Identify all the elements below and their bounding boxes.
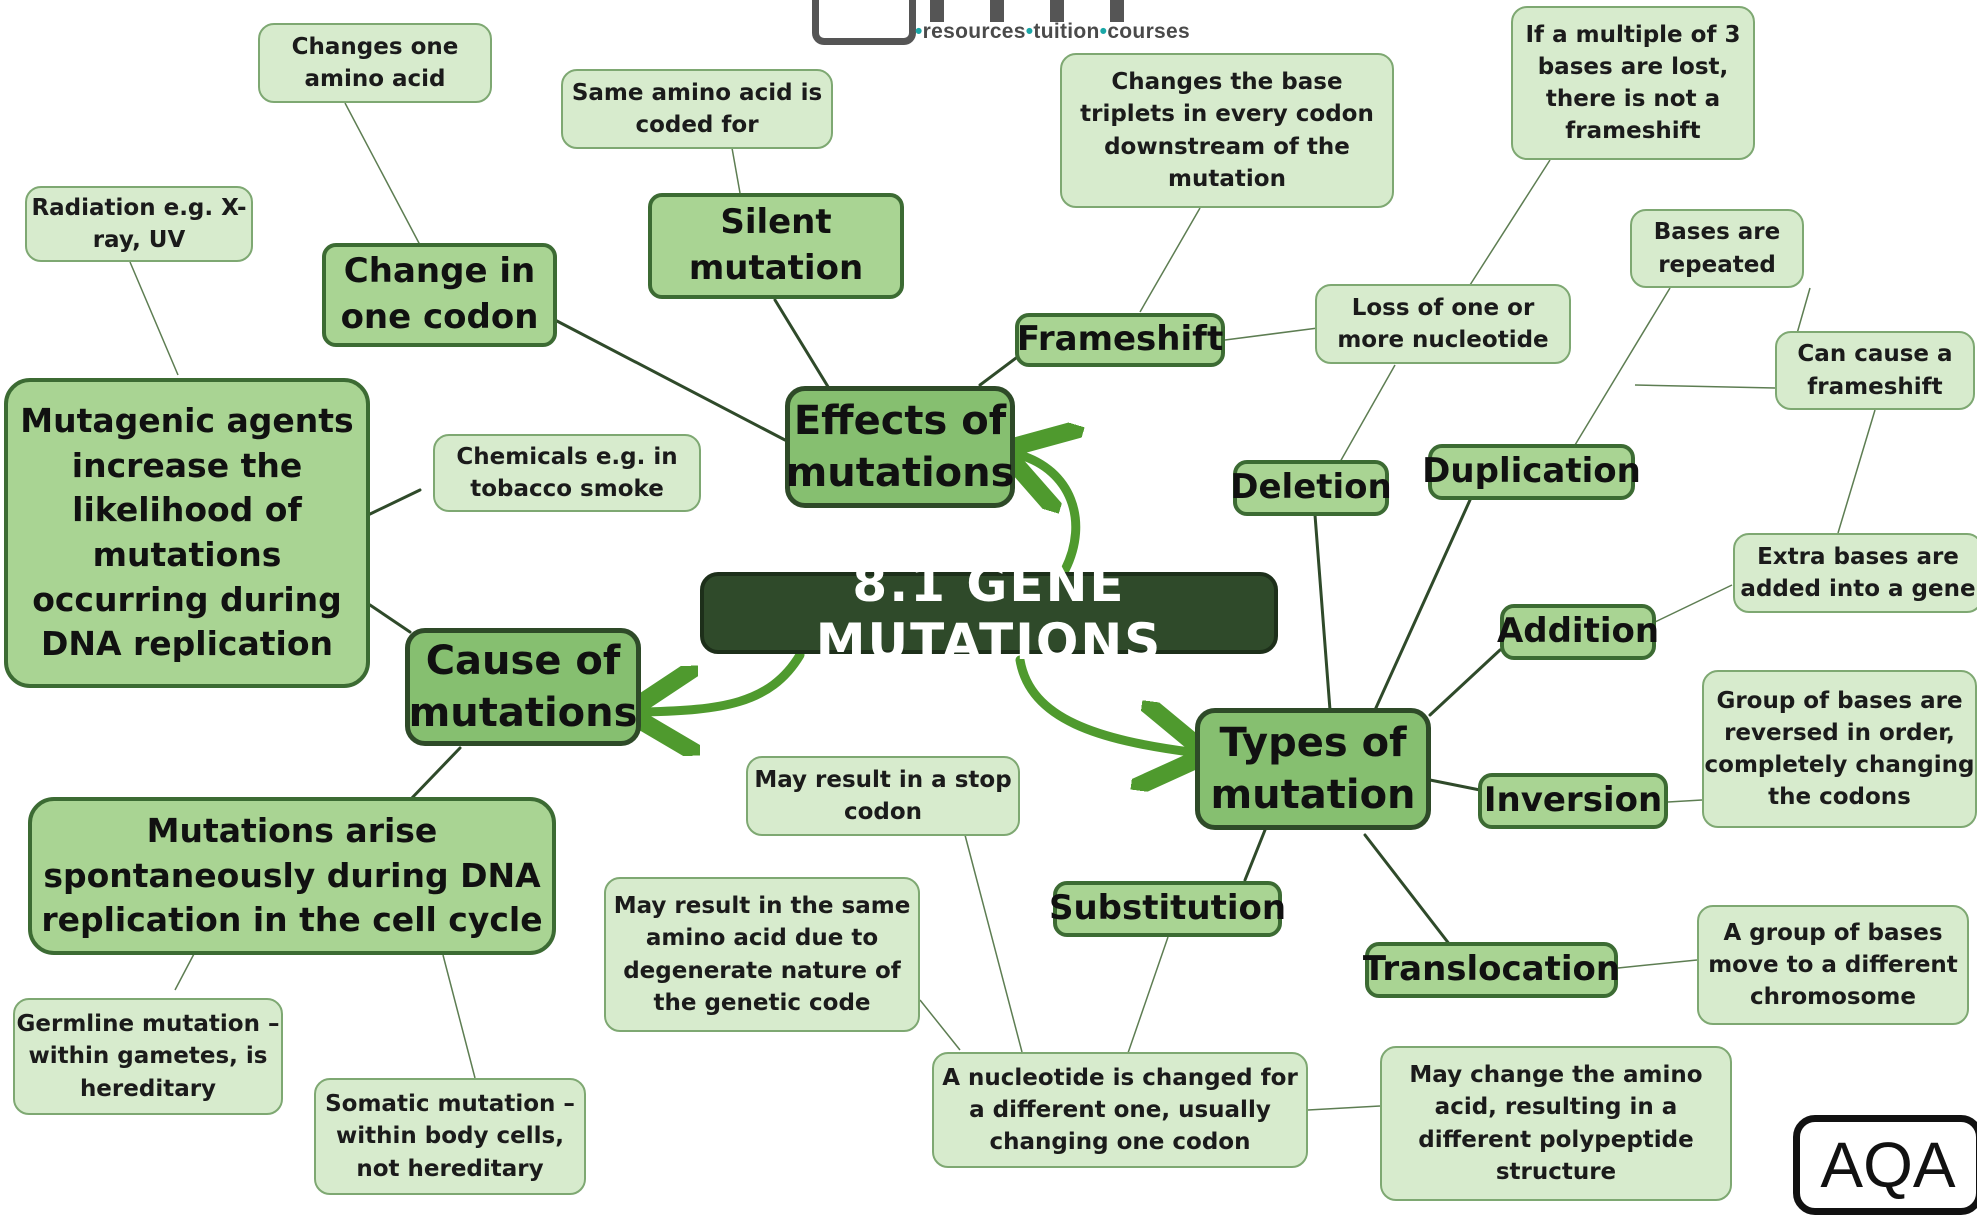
note-loss-of-nucleotide: Loss of one or more nucleotide — [1315, 284, 1571, 364]
hub-effects-of-mutations: Effects of mutations — [785, 386, 1015, 508]
logo-word-tuition: tuition — [1033, 20, 1100, 43]
logo-word-courses: courses — [1107, 20, 1190, 43]
node-translocation: Translocation — [1363, 942, 1620, 998]
logo-mark — [930, 0, 1160, 22]
central-title: 8.1 GENE MUTATIONS — [700, 555, 1278, 671]
node-inversion: Inversion — [1478, 773, 1668, 829]
arrow-to-effects — [1020, 455, 1076, 575]
logo-word-resources: resources — [922, 20, 1026, 43]
node-silent-mutation: Silent mutation — [648, 193, 904, 299]
note-can-cause-frameshift: Can cause a frameshift — [1775, 331, 1975, 410]
note-different-polypeptide: May change the amino acid, resulting in … — [1380, 1046, 1732, 1201]
node-change-in-one-codon: Change in one codon — [322, 243, 557, 347]
note-move-to-different-chromosome: A group of bases move to a different chr… — [1697, 905, 1969, 1025]
node-duplication: Duplication — [1422, 444, 1641, 500]
hub-types-of-mutation: Types of mutation — [1195, 708, 1431, 830]
node-frameshift: Frameshift — [1015, 313, 1225, 367]
note-germline-mutation: Germline mutation – within gametes, is h… — [13, 998, 283, 1115]
node-mutagenic-agents: Mutagenic agents increase the likelihood… — [4, 378, 370, 688]
arrow-to-cause — [645, 650, 805, 712]
arrow-to-types — [1015, 655, 1190, 752]
note-bases-repeated: Bases are repeated — [1630, 209, 1804, 288]
note-extra-bases-added: Extra bases are added into a gene — [1733, 533, 1977, 613]
exam-board-badge: AQA — [1793, 1115, 1977, 1215]
note-chemicals: Chemicals e.g. in tobacco smoke — [433, 434, 701, 512]
logo-tagline: •resources•tuition•courses — [915, 20, 1190, 43]
hub-cause-of-mutations: Cause of mutations — [405, 628, 641, 746]
node-spontaneous-mutations: Mutations arise spontaneously during DNA… — [28, 797, 556, 955]
note-changes-base-triplets: Changes the base triplets in every codon… — [1060, 53, 1394, 208]
note-nucleotide-changed: A nucleotide is changed for a different … — [932, 1052, 1308, 1168]
node-deletion: Deletion — [1230, 460, 1392, 516]
note-same-amino-acid: Same amino acid is coded for — [561, 69, 833, 149]
logo-frame — [812, 0, 916, 45]
note-changes-one-amino-acid: Changes one amino acid — [258, 23, 492, 103]
node-addition: Addition — [1497, 604, 1659, 660]
note-radiation: Radiation e.g. X-ray, UV — [25, 186, 253, 262]
note-bases-reversed: Group of bases are reversed in order, co… — [1702, 670, 1977, 828]
node-substitution: Substitution — [1049, 881, 1286, 937]
note-multiple-of-three: If a multiple of 3 bases are lost, there… — [1511, 6, 1755, 160]
note-stop-codon: May result in a stop codon — [746, 756, 1020, 836]
note-somatic-mutation: Somatic mutation – within body cells, no… — [314, 1078, 586, 1195]
note-same-amino-acid-degenerate: May result in the same amino acid due to… — [604, 877, 920, 1032]
